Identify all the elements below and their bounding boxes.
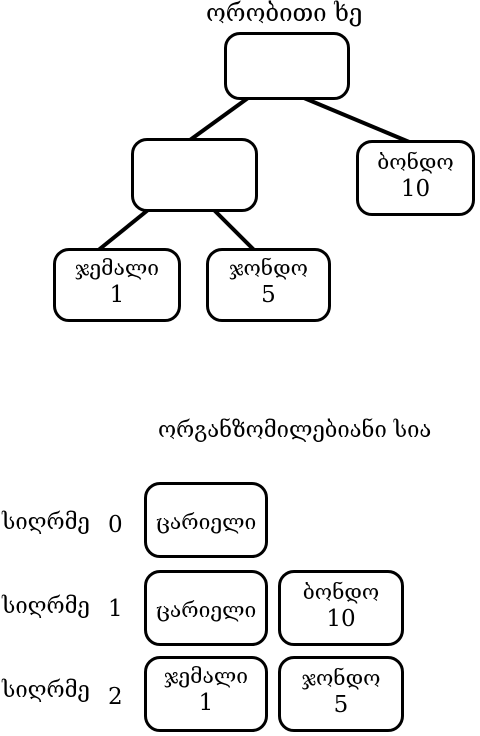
depth-label: სიღრმე xyxy=(2,678,90,703)
node-label: ჯემალი xyxy=(75,256,159,280)
node-value: 1 xyxy=(109,282,125,308)
cell-label: ცარიელი xyxy=(155,598,257,622)
tree-node-jemali: ჯემალი 1 xyxy=(53,248,181,322)
list-title: ორგანზომილებიანი სია xyxy=(158,418,432,443)
list-cell: ჯემალი 1 xyxy=(144,656,268,732)
depth-label: სიღრმე xyxy=(2,594,90,619)
cell-label: ცარიელი xyxy=(155,510,257,534)
depth-number: 1 xyxy=(108,596,123,622)
node-value: 10 xyxy=(400,176,431,202)
cell-value: 1 xyxy=(198,690,214,716)
edge-inner-left1 xyxy=(94,208,150,254)
tree-node-bondo: ბონდო 10 xyxy=(356,140,475,216)
depth-label: სიღრმე xyxy=(2,510,90,535)
node-label: ბონდო xyxy=(377,150,454,174)
cell-label: ბონდო xyxy=(302,580,380,604)
cell-value: 10 xyxy=(326,606,356,632)
node-value: 5 xyxy=(261,282,276,308)
depth-number: 2 xyxy=(108,684,123,710)
cell-label: ჯემალი xyxy=(164,664,248,688)
depth-number: 0 xyxy=(108,512,123,538)
tree-node-inner xyxy=(131,138,258,212)
edge-inner-left2 xyxy=(212,208,258,254)
edge-root-inner xyxy=(188,96,250,142)
cell-label: ჯონდო xyxy=(301,666,381,690)
list-cell: ბონდო 10 xyxy=(278,570,404,646)
tree-node-jondo: ჯონდო 5 xyxy=(206,248,331,322)
node-label: ჯონდო xyxy=(229,256,308,280)
tree-title: ორობითი ხე xyxy=(206,0,363,27)
edge-root-right xyxy=(303,96,415,146)
list-cell: ცარიელი xyxy=(144,570,268,646)
list-cell: ჯონდო 5 xyxy=(278,656,404,732)
cell-value: 5 xyxy=(333,692,349,718)
tree-node-root xyxy=(224,32,350,100)
list-cell: ცარიელი xyxy=(144,482,268,558)
